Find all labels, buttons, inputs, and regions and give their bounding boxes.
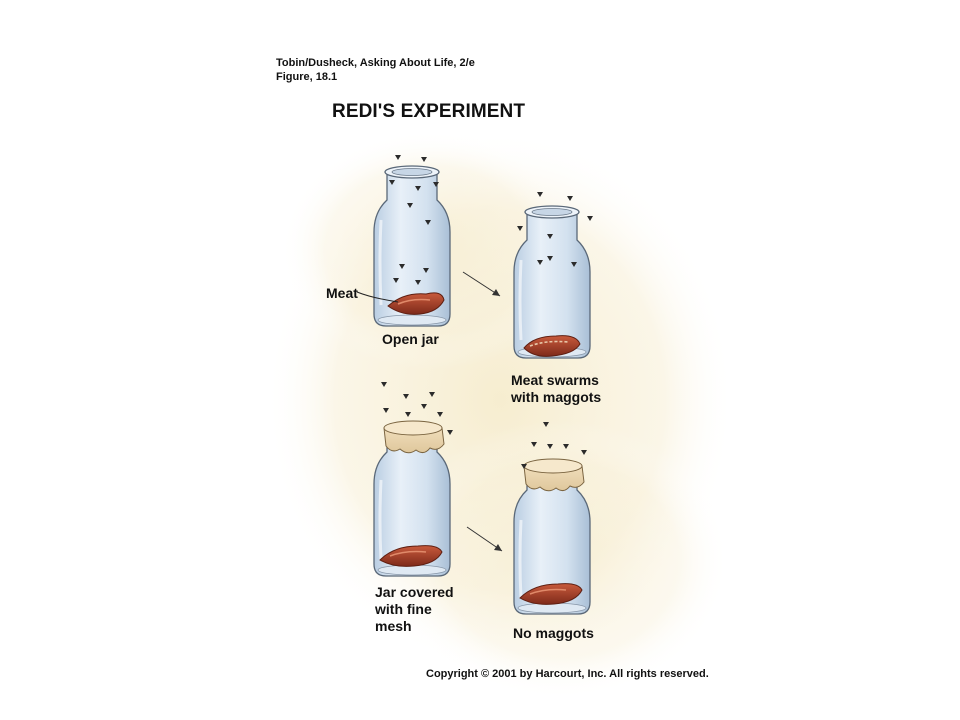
label-open-jar: Open jar bbox=[382, 331, 439, 347]
fly-icon bbox=[389, 180, 395, 185]
fly-icon bbox=[531, 442, 537, 447]
fly-icon bbox=[415, 186, 421, 191]
fly-icon bbox=[407, 203, 413, 208]
jar-no-maggots bbox=[513, 473, 591, 615]
fly-icon bbox=[421, 404, 427, 409]
fly-icon bbox=[563, 444, 569, 449]
fly-icon bbox=[571, 262, 577, 267]
fly-icon bbox=[521, 464, 527, 469]
fly-icon bbox=[517, 226, 523, 231]
fly-icon bbox=[547, 256, 553, 261]
fly-icon bbox=[405, 412, 411, 417]
copyright-notice: Copyright © 2001 by Harcourt, Inc. All r… bbox=[426, 668, 709, 680]
fly-icon bbox=[403, 394, 409, 399]
fly-icon bbox=[587, 216, 593, 221]
label-meat-swarms: Meat swarms with maggots bbox=[511, 372, 602, 405]
fly-icon bbox=[393, 278, 399, 283]
fly-icon bbox=[415, 280, 421, 285]
arrow-top bbox=[462, 271, 501, 297]
mesh-cover-2 bbox=[523, 458, 585, 492]
jar-open bbox=[373, 165, 451, 327]
fly-icon bbox=[399, 264, 405, 269]
fly-icon bbox=[537, 192, 543, 197]
figure-number: Figure, 18.1 bbox=[276, 71, 338, 83]
fly-icon bbox=[383, 408, 389, 413]
fly-icon bbox=[423, 268, 429, 273]
mesh-cover-1 bbox=[383, 420, 445, 454]
meat-pointer-line bbox=[356, 291, 399, 303]
fly-icon bbox=[425, 220, 431, 225]
source-citation: Tobin/Dusheck, Asking About Life, 2/e bbox=[276, 57, 475, 69]
meat-jar-maggots bbox=[523, 335, 581, 357]
jar-maggots bbox=[513, 205, 591, 359]
fly-icon bbox=[543, 422, 549, 427]
fly-icon bbox=[581, 450, 587, 455]
fly-icon bbox=[537, 260, 543, 265]
fly-icon bbox=[433, 182, 439, 187]
jar-mesh-covered bbox=[373, 435, 451, 577]
diagram-title: REDI'S EXPERIMENT bbox=[332, 101, 526, 122]
fly-icon bbox=[567, 196, 573, 201]
fly-icon bbox=[447, 430, 453, 435]
background-glow bbox=[265, 130, 735, 700]
fly-icon bbox=[547, 444, 553, 449]
meat-jar-no-maggots bbox=[519, 583, 583, 605]
label-no-maggots: No maggots bbox=[513, 625, 594, 641]
arrow-bottom bbox=[466, 526, 503, 552]
fly-icon bbox=[381, 382, 387, 387]
label-meat: Meat bbox=[326, 285, 358, 301]
meat-jar-mesh-covered bbox=[379, 545, 443, 567]
fly-icon bbox=[547, 234, 553, 239]
fly-icon bbox=[395, 155, 401, 160]
label-jar-covered: Jar covered with fine mesh bbox=[375, 584, 454, 634]
fly-icon bbox=[429, 392, 435, 397]
fly-icon bbox=[421, 157, 427, 162]
meat-jar-open bbox=[387, 292, 445, 315]
flies bbox=[381, 155, 593, 469]
fly-icon bbox=[437, 412, 443, 417]
